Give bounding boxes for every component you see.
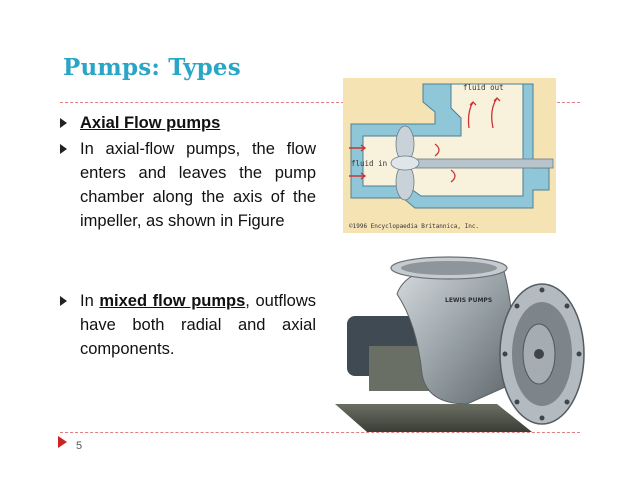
top-divider: [60, 102, 580, 103]
flow-arrow-out: [491, 97, 501, 129]
flow-arrow-in: [349, 172, 367, 180]
mixed-flow-pump-photo: LEWIS PUMPS: [335, 256, 585, 432]
bullet-text: In axial-flow pumps, the flow enters and…: [80, 140, 316, 230]
bullet-axial-flow-description: In axial-flow pumps, the flow enters and…: [60, 137, 316, 233]
bolt: [514, 303, 520, 309]
bullet-text-after: , outflows have both radial and axial co…: [80, 292, 316, 358]
bullet-text: Axial Flow pumps: [80, 114, 221, 132]
flow-arrow-in: [349, 144, 367, 152]
bullet-axial-flow-heading: Axial Flow pumps: [60, 111, 316, 135]
pump-base: [335, 404, 532, 432]
impeller-hub: [390, 155, 420, 171]
bolt: [564, 303, 570, 309]
flow-arrow-out: [467, 101, 477, 129]
swirl-arrow: [450, 169, 456, 183]
label-fluid-out: fluid out: [463, 83, 504, 92]
nameplate: LEWIS PUMPS: [445, 297, 492, 304]
inlet-opening: [401, 261, 497, 275]
axial-pump-diagram: fluid out fluid in ©1996 Encyclopaedia B…: [343, 78, 556, 233]
mixed-flow-emphasis: mixed flow pumps: [99, 292, 246, 310]
bullet-arrow-icon: [60, 144, 67, 154]
bolt: [576, 351, 582, 357]
bolt: [564, 399, 570, 405]
page-number: 5: [76, 440, 83, 452]
bullet-mixed-flow-description: In mixed flow pumps, outflows have both …: [60, 289, 316, 361]
impeller-shaft: [402, 158, 554, 169]
bolt: [539, 415, 545, 421]
label-fluid-in: fluid in: [351, 159, 387, 168]
bullet-text-before: In: [80, 292, 100, 310]
slide-title: Pumps: Types: [63, 54, 241, 81]
bullet-arrow-icon: [60, 118, 67, 128]
impeller-hub: [534, 349, 544, 359]
swirl-arrow: [434, 143, 440, 157]
bolt: [539, 287, 545, 293]
copyright-credit: ©1996 Encyclopaedia Britannica, Inc.: [349, 223, 479, 230]
bullet-text: In mixed flow pumps, outflows have both …: [80, 289, 316, 361]
bolt: [514, 399, 520, 405]
bolt: [502, 351, 508, 357]
bullet-arrow-icon: [60, 296, 67, 306]
page-marker-icon: [58, 436, 67, 448]
bottom-divider: [60, 432, 580, 433]
